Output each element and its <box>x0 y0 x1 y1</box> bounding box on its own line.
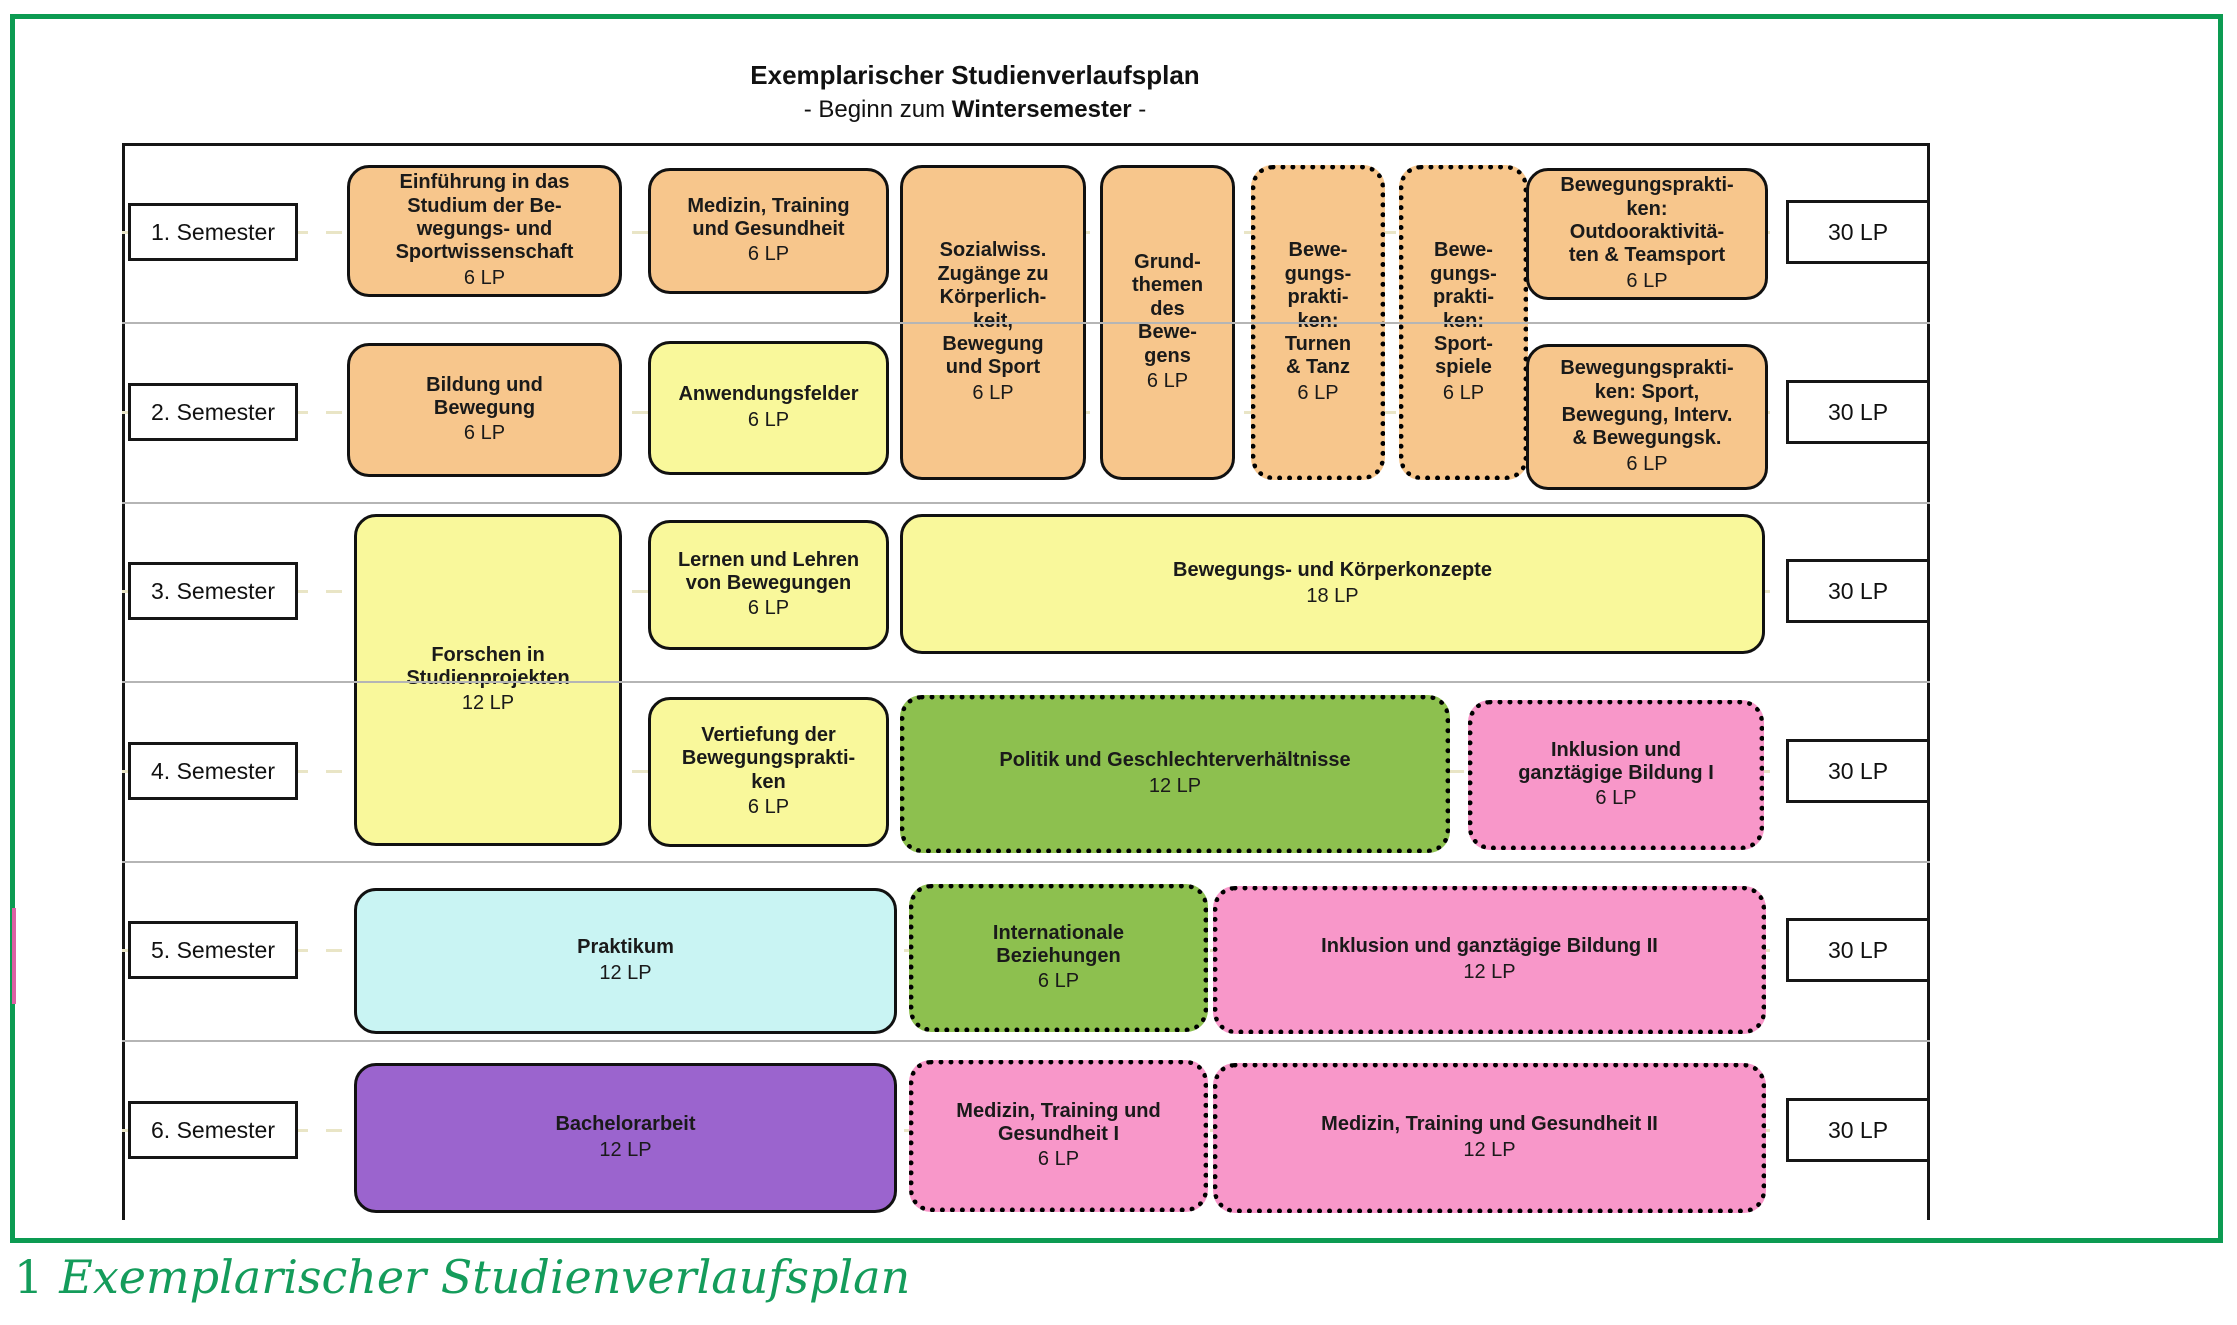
diagram-title: Exemplarischer Studienverlaufsplan <box>750 60 1200 90</box>
course-lp: 6 LP <box>463 422 506 445</box>
course-title: Politik und Geschlechterverhältnisse <box>999 749 1351 772</box>
course-lp: 6 LP <box>463 266 506 289</box>
course-title: Medizin, Training und Gesundheit II <box>1321 1113 1658 1136</box>
course-title: Lernen und Lehren von Bewegungen <box>677 548 860 594</box>
course-title: Forschen in Studienprojekten <box>406 643 570 689</box>
course-title: Inklusion und ganztägige Bildung II <box>1321 935 1658 958</box>
course-inklusion-bildung-2: Inklusion und ganztägige Bildung II 12 L… <box>1213 886 1766 1034</box>
course-lp: 6 LP <box>1297 381 1339 404</box>
row-separator-2 <box>122 502 1930 504</box>
course-lp: 12 LP <box>1148 774 1202 797</box>
course-einfuehrung: Einführung in das Studium der Be- wegung… <box>347 165 622 297</box>
course-title: Bewe- gungs- prakti- ken: Sport- spiele <box>1430 239 1497 379</box>
course-title: Bewegungsprakti- ken: Sport, Bewegung, I… <box>1560 357 1734 450</box>
course-lp: 6 LP <box>747 597 790 620</box>
course-title: Anwendungsfelder <box>678 383 859 406</box>
course-title: Einführung in das Studium der Be- wegung… <box>395 171 574 264</box>
course-bewegungspraktiken-outdoor: Bewegungsprakti- ken: Outdooraktivitä- t… <box>1526 168 1768 300</box>
course-lp: 6 LP <box>1037 1148 1080 1171</box>
course-inklusion-bildung-1: Inklusion und ganztägige Bildung I 6 LP <box>1468 700 1764 850</box>
course-bewegungspraktiken-sport-bewegung: Bewegungsprakti- ken: Sport, Bewegung, I… <box>1526 344 1768 490</box>
course-sozialwiss-zugaenge: Sozialwiss. Zugänge zu Körperlich- keit,… <box>900 165 1086 480</box>
figure-caption: 1 Exemplarischer Studienverlaufsplan <box>14 1250 910 1304</box>
credits-box-3: 30 LP <box>1786 559 1930 623</box>
course-medizin-training-gesundheit-1: Medizin, Training und Gesundheit I 6 LP <box>909 1060 1208 1212</box>
course-lp: 6 LP <box>1037 970 1080 993</box>
course-vertiefung-bewegungspraktiken: Vertiefung der Bewegungsprakti- ken 6 LP <box>648 697 889 847</box>
course-lernen-lehren: Lernen und Lehren von Bewegungen 6 LP <box>648 520 889 650</box>
course-forschen-studienprojekten: Forschen in Studienprojekten 12 LP <box>354 514 622 846</box>
course-lp: 12 LP <box>599 961 652 984</box>
course-lp: 12 LP <box>1463 1138 1516 1161</box>
course-lp: 6 LP <box>747 243 790 266</box>
course-bewegungs-koerperkonzepte: Bewegungs- und Körperkonzepte 18 LP <box>900 514 1765 654</box>
caption-number: 1 <box>14 1250 44 1304</box>
course-title: Bewe- gungs- prakti- ken: Turnen & Tanz <box>1284 239 1352 379</box>
course-title: Medizin, Training und Gesundheit I <box>956 1099 1161 1145</box>
semester-label-6: 6. Semester <box>128 1101 298 1159</box>
semester-label-2: 2. Semester <box>128 383 298 441</box>
row-separator-4 <box>122 861 1930 863</box>
course-title: Medizin, Training und Gesundheit <box>687 194 850 240</box>
course-title: Bewegungs- und Körperkonzepte <box>1173 559 1492 582</box>
course-internationale-beziehungen: Internationale Beziehungen 6 LP <box>909 884 1208 1032</box>
subtitle-prefix: - Beginn zum <box>803 96 952 124</box>
course-title: Bachelorarbeit <box>555 1113 696 1136</box>
course-title: Sozialwiss. Zugänge zu Körperlich- keit,… <box>937 239 1049 379</box>
semester-label-5: 5. Semester <box>128 921 298 979</box>
course-lp: 6 LP <box>1442 381 1485 404</box>
row-separator-1 <box>122 322 1930 324</box>
course-lp: 6 LP <box>972 381 1014 404</box>
figure-border-frame <box>10 14 2223 1243</box>
row-separator-3 <box>122 681 1930 683</box>
subtitle-suffix: - <box>1131 96 1147 124</box>
semester-label-1: 1. Semester <box>128 203 298 261</box>
credits-box-4: 30 LP <box>1786 739 1930 803</box>
credits-box-2: 30 LP <box>1786 380 1930 444</box>
course-lp: 6 LP <box>1626 452 1668 475</box>
course-lp: 6 LP <box>747 408 790 431</box>
diagram-title-block: Exemplarischer Studienverlaufsplan - Beg… <box>0 60 1950 125</box>
course-lp: 6 LP <box>1595 787 1637 810</box>
subtitle-semester-term: Wintersemester <box>951 96 1132 124</box>
course-lp: 12 LP <box>461 692 515 715</box>
course-praktikum: Praktikum 12 LP <box>354 888 897 1034</box>
course-lp: 12 LP <box>599 1138 652 1161</box>
course-title: Grund- themen des Bewe- gens <box>1131 251 1204 367</box>
course-lp: 6 LP <box>747 796 790 819</box>
caption-text: Exemplarischer Studienverlaufsplan <box>59 1250 911 1304</box>
course-lp: 6 LP <box>1626 269 1668 292</box>
course-title: Bildung und Bewegung <box>426 373 543 419</box>
course-title: Vertiefung der Bewegungsprakti- ken <box>681 723 856 793</box>
course-medizin-training-gesundheit-2: Medizin, Training und Gesundheit II 12 L… <box>1213 1063 1766 1213</box>
row-separator-5 <box>122 1040 1930 1042</box>
course-title: Internationale Beziehungen <box>992 921 1125 967</box>
course-anwendungsfelder: Anwendungsfelder 6 LP <box>648 341 889 475</box>
course-title: Inklusion und ganztägige Bildung I <box>1518 738 1714 784</box>
course-title: Bewegungsprakti- ken: Outdooraktivitä- t… <box>1560 174 1734 267</box>
credits-box-6: 30 LP <box>1786 1098 1930 1162</box>
course-lp: 6 LP <box>1146 369 1189 392</box>
credits-box-1: 30 LP <box>1786 200 1930 264</box>
course-lp: 18 LP <box>1306 584 1359 607</box>
diagram-subtitle: - Beginn zum Wintersemester - <box>0 96 1950 125</box>
semester-label-4: 4. Semester <box>128 742 298 800</box>
course-politik-geschlechterverhaeltnisse: Politik und Geschlechterverhältnisse 12 … <box>900 695 1450 853</box>
pink-artifact-line <box>12 908 16 1004</box>
course-bildung-bewegung: Bildung und Bewegung 6 LP <box>347 343 622 477</box>
course-medizin-training-gesundheit: Medizin, Training und Gesundheit 6 LP <box>648 168 889 294</box>
course-lp: 12 LP <box>1463 960 1516 983</box>
course-bachelorarbeit: Bachelorarbeit 12 LP <box>354 1063 897 1213</box>
semester-label-3: 3. Semester <box>128 562 298 620</box>
credits-box-5: 30 LP <box>1786 918 1930 982</box>
course-title: Praktikum <box>577 936 674 959</box>
